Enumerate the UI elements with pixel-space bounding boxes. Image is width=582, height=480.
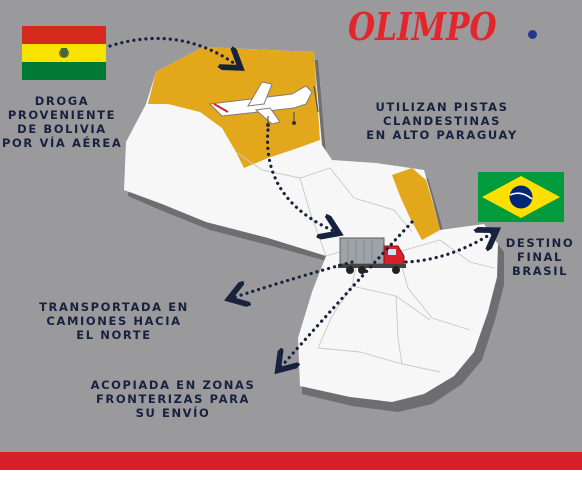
arrow-truck-to-north <box>232 260 354 298</box>
logo-dot <box>528 30 537 39</box>
paraguay-map <box>124 47 498 402</box>
arrow-chaco-to-truck <box>265 128 336 232</box>
arrow-bolivia-to-chaco <box>108 36 238 66</box>
route-arrows <box>108 36 494 368</box>
arrow-border-to-stockpile <box>280 220 414 368</box>
airplane-icon <box>208 81 319 127</box>
footer-bar <box>0 452 582 470</box>
airstrips-label: UTILIZAN PISTAS CLANDESTINAS EN ALTO PAR… <box>366 100 518 142</box>
department-borders <box>235 151 495 373</box>
footer-bottom <box>0 470 582 480</box>
origin-label: DROGA PROVENIENTE DE BOLIVIA POR VÍA AÉR… <box>2 94 123 150</box>
brazil-flag <box>478 172 564 222</box>
olimpo-logo: OLIMPO <box>348 4 497 49</box>
bolivia-flag <box>22 26 106 80</box>
destination-label: DESTINO FINAL BRASIL <box>505 236 575 278</box>
stockpile-label: ACOPIADA EN ZONAS FRONTERIZAS PARA SU EN… <box>90 378 256 420</box>
transport-label: TRANSPORTADA EN CAMIONES HACIA EL NORTE <box>39 300 189 342</box>
border-region <box>392 168 440 240</box>
arrow-truck-to-brazil <box>404 232 494 264</box>
